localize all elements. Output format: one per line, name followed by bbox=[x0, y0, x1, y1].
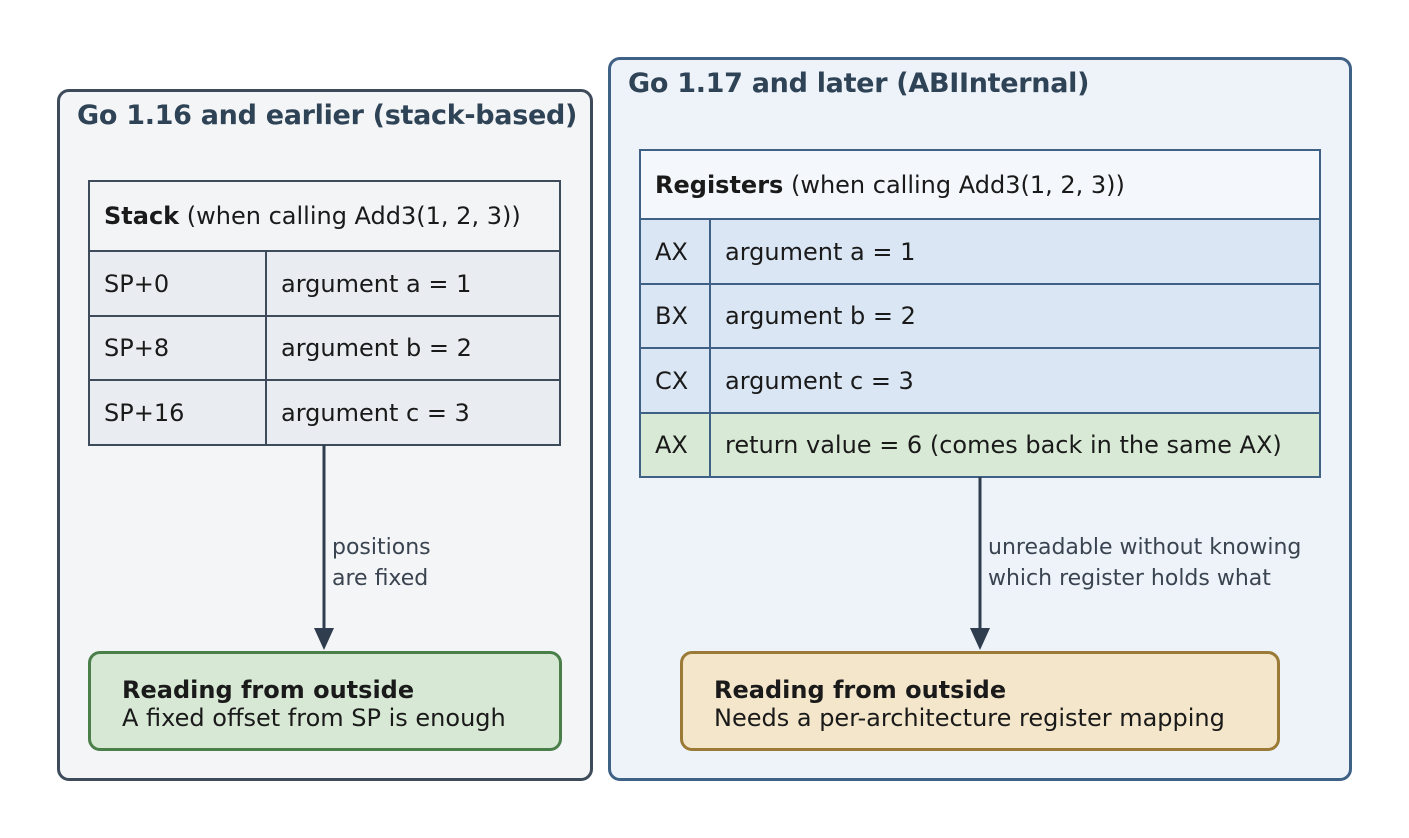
stack-content: argument c = 3 bbox=[266, 380, 560, 445]
register-header-bold: Registers bbox=[655, 170, 784, 199]
stack-content: argument a = 1 bbox=[266, 251, 560, 316]
register-edge-label: unreadable without knowing which registe… bbox=[988, 532, 1301, 594]
stack-edge-label-line: positions bbox=[332, 535, 431, 560]
stack-slot: SP+8 bbox=[89, 316, 266, 380]
register-result-title: Reading from outside bbox=[714, 676, 1007, 704]
register-table-header: Registers (when calling Add3(1, 2, 3)) bbox=[640, 150, 1320, 219]
stack-content: argument b = 2 bbox=[266, 316, 560, 380]
register-content: argument c = 3 bbox=[710, 348, 1320, 413]
register-edge-label-line: which register holds what bbox=[988, 566, 1271, 591]
register-slot: AX bbox=[640, 219, 710, 284]
stack-table-header: Stack (when calling Add3(1, 2, 3)) bbox=[89, 181, 560, 251]
stack-result-box: Reading from outside A fixed offset from… bbox=[88, 651, 562, 751]
stack-slot: SP+16 bbox=[89, 380, 266, 445]
stack-header-rest: (when calling Add3(1, 2, 3)) bbox=[179, 202, 521, 230]
stack-edge-label: positions are fixed bbox=[332, 532, 431, 594]
right-panel-title: Go 1.17 and later (ABIInternal) bbox=[628, 68, 1090, 99]
register-result-text: Needs a per-architecture register mappin… bbox=[714, 704, 1225, 732]
register-result-box: Reading from outside Needs a per-archite… bbox=[680, 651, 1280, 751]
stack-header-bold: Stack bbox=[104, 202, 180, 230]
register-content: argument a = 1 bbox=[710, 219, 1320, 284]
stack-edge-label-line: are fixed bbox=[332, 566, 429, 591]
stack-result-title: Reading from outside bbox=[122, 676, 415, 704]
register-content: argument b = 2 bbox=[710, 284, 1320, 348]
stack-slot: SP+0 bbox=[89, 251, 266, 316]
register-edge-label-line: unreadable without knowing bbox=[988, 535, 1302, 560]
register-slot: BX bbox=[640, 284, 710, 348]
register-content: return value = 6 (comes back in the same… bbox=[710, 413, 1320, 477]
register-slot: AX bbox=[640, 413, 710, 477]
register-slot: CX bbox=[640, 348, 710, 413]
stack-result-text: A fixed offset from SP is enough bbox=[122, 704, 506, 732]
register-header-rest: (when calling Add3(1, 2, 3)) bbox=[783, 170, 1125, 199]
left-panel-title: Go 1.16 and earlier (stack-based) bbox=[77, 100, 578, 131]
